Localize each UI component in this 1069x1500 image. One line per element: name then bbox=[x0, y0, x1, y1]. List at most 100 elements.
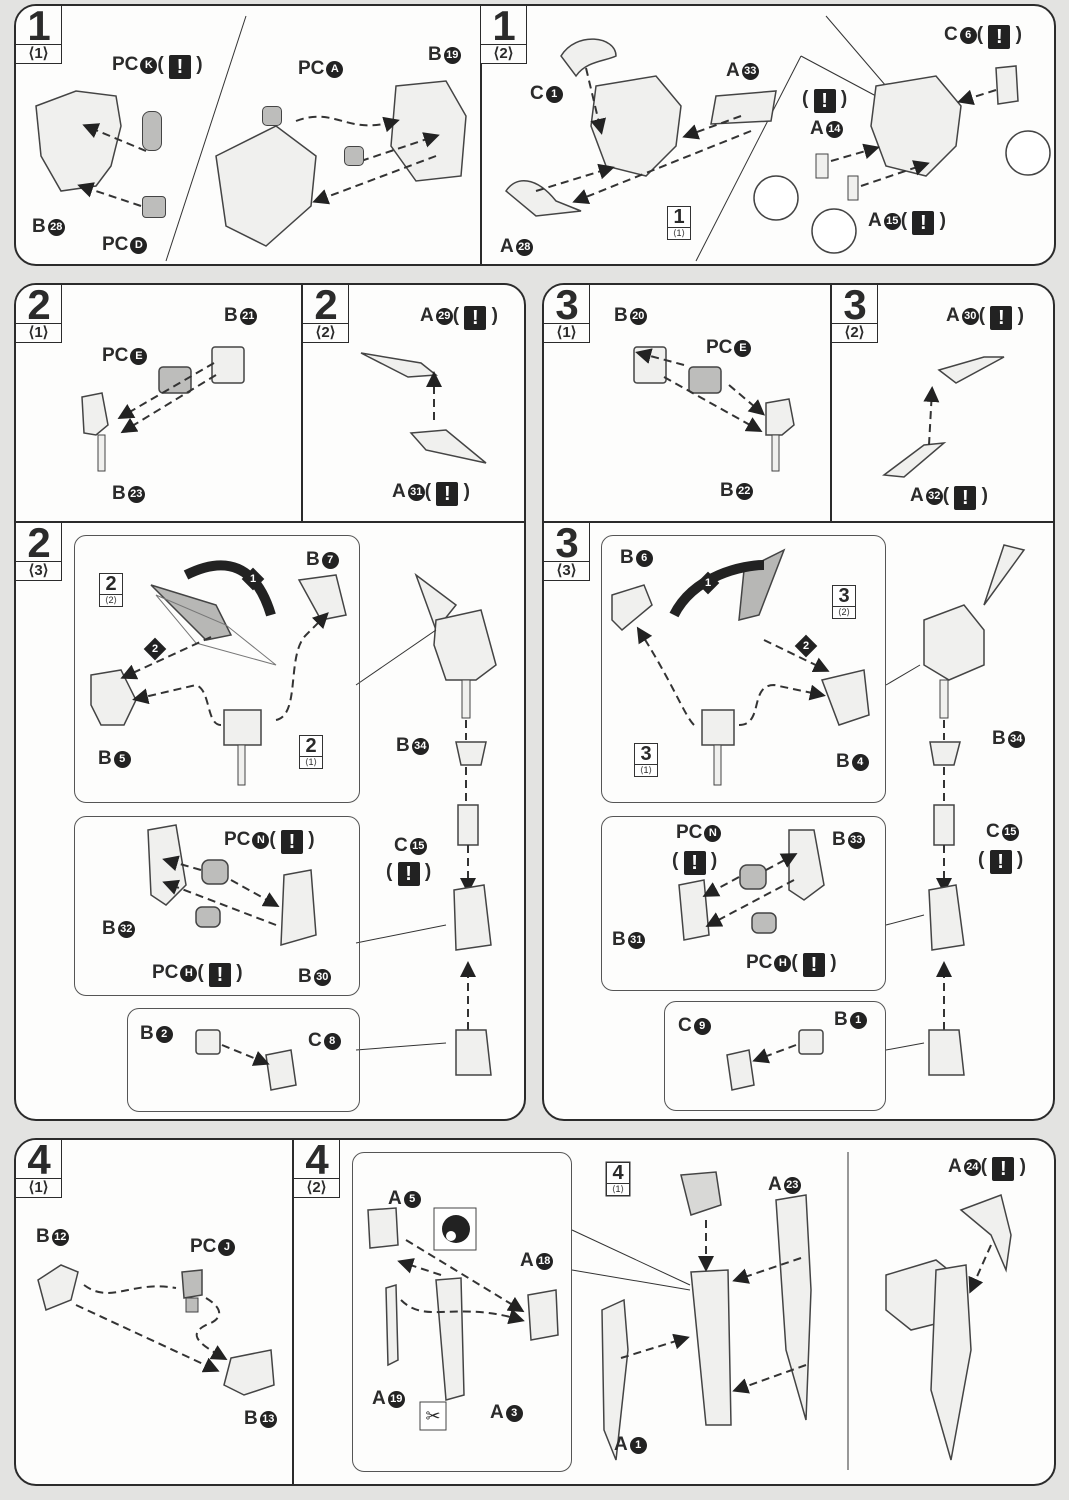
step-number: 1 bbox=[27, 4, 50, 49]
step-badge-1-1: 1 ⟨1⟩ bbox=[16, 6, 62, 64]
divider bbox=[830, 285, 832, 521]
step-number: 2 bbox=[314, 283, 337, 328]
substep-number: ⟨1⟩ bbox=[16, 44, 61, 65]
warning-icon: ! bbox=[169, 55, 192, 79]
substep-number: ⟨2⟩ bbox=[303, 323, 348, 344]
nipper-cut-icon: ✂ bbox=[425, 1406, 441, 1426]
substep-number: ⟨3⟩ bbox=[16, 561, 61, 582]
inset-hand bbox=[601, 816, 886, 991]
step-badge-3-1: 3 ⟨1⟩ bbox=[544, 285, 590, 343]
divider bbox=[292, 1140, 294, 1484]
substep-number: ⟨1⟩ bbox=[16, 1178, 61, 1199]
step-badge-3-3: 3 ⟨3⟩ bbox=[544, 519, 590, 581]
divider bbox=[480, 6, 482, 264]
warning-icon: ! bbox=[992, 1157, 1015, 1181]
step-3-panel: 3 ⟨1⟩ 3 ⟨2⟩ 3 ⟨3⟩ bbox=[542, 283, 1055, 1121]
step-number: 2 bbox=[27, 519, 50, 566]
step-badge-2-1: 2 ⟨1⟩ bbox=[16, 285, 62, 343]
warning-icon: ! bbox=[209, 963, 232, 987]
inset-shoulder bbox=[601, 535, 886, 803]
divider bbox=[301, 285, 303, 521]
warning-icon: ! bbox=[464, 306, 487, 330]
warning-icon: ! bbox=[990, 306, 1013, 330]
step-4-panel: 4 ⟨1⟩ 4 ⟨2⟩ bbox=[14, 1138, 1056, 1486]
poly-cap-d bbox=[142, 196, 166, 218]
reference-step-1-1: 1⟨1⟩ bbox=[667, 206, 691, 240]
paint-mark-icon bbox=[434, 1208, 476, 1250]
step-badge-3-2: 3 ⟨2⟩ bbox=[832, 285, 878, 343]
poly-cap-k bbox=[142, 111, 162, 151]
step-badge-4-2: 4 ⟨2⟩ bbox=[294, 1140, 340, 1198]
step-number: 1 bbox=[492, 4, 515, 49]
reference-step-2-2: 2⟨2⟩ bbox=[99, 573, 123, 607]
warning-pc-n: ( ! ) bbox=[672, 850, 718, 875]
warning-c15: ( ! ) bbox=[978, 849, 1024, 874]
order-marker-1: 1 bbox=[241, 567, 265, 591]
step-badge-1-2: 1 ⟨2⟩ bbox=[481, 6, 527, 64]
step-number: 4 bbox=[27, 1138, 50, 1183]
step-number: 3 bbox=[555, 519, 578, 566]
step-number: 3 bbox=[843, 283, 866, 328]
step-2-panel: 2 ⟨1⟩ 2 ⟨2⟩ 2 ⟨3⟩ bbox=[14, 283, 526, 1121]
warning-icon: ! bbox=[912, 211, 935, 235]
step-badge-2-3: 2 ⟨3⟩ bbox=[16, 519, 62, 582]
step-number: 4 bbox=[305, 1138, 328, 1183]
poly-cap-a-2 bbox=[344, 146, 364, 166]
warning-icon: ! bbox=[683, 851, 706, 875]
inset-shoulder bbox=[74, 535, 360, 803]
step-number: 2 bbox=[27, 283, 50, 328]
warning-icon: ! bbox=[803, 953, 826, 977]
warning-icon: ! bbox=[954, 486, 977, 510]
warning-a14: ( ! ) bbox=[802, 88, 848, 113]
warning-icon: ! bbox=[989, 850, 1012, 874]
warning-icon: ! bbox=[397, 862, 420, 886]
warning-icon: ! bbox=[281, 830, 304, 854]
substep-number: ⟨2⟩ bbox=[294, 1178, 339, 1199]
reference-step-3-2: 3⟨2⟩ bbox=[832, 585, 856, 619]
reference-step-2-1: 2⟨1⟩ bbox=[299, 735, 323, 769]
poly-cap-a-1 bbox=[262, 106, 282, 126]
divider bbox=[16, 521, 524, 523]
order-marker-2: 2 bbox=[143, 637, 167, 661]
inset-wrist bbox=[664, 1001, 886, 1111]
inset-wrist bbox=[127, 1008, 360, 1112]
warning-icon: ! bbox=[988, 25, 1011, 49]
inset-frame-assembly bbox=[352, 1152, 572, 1472]
